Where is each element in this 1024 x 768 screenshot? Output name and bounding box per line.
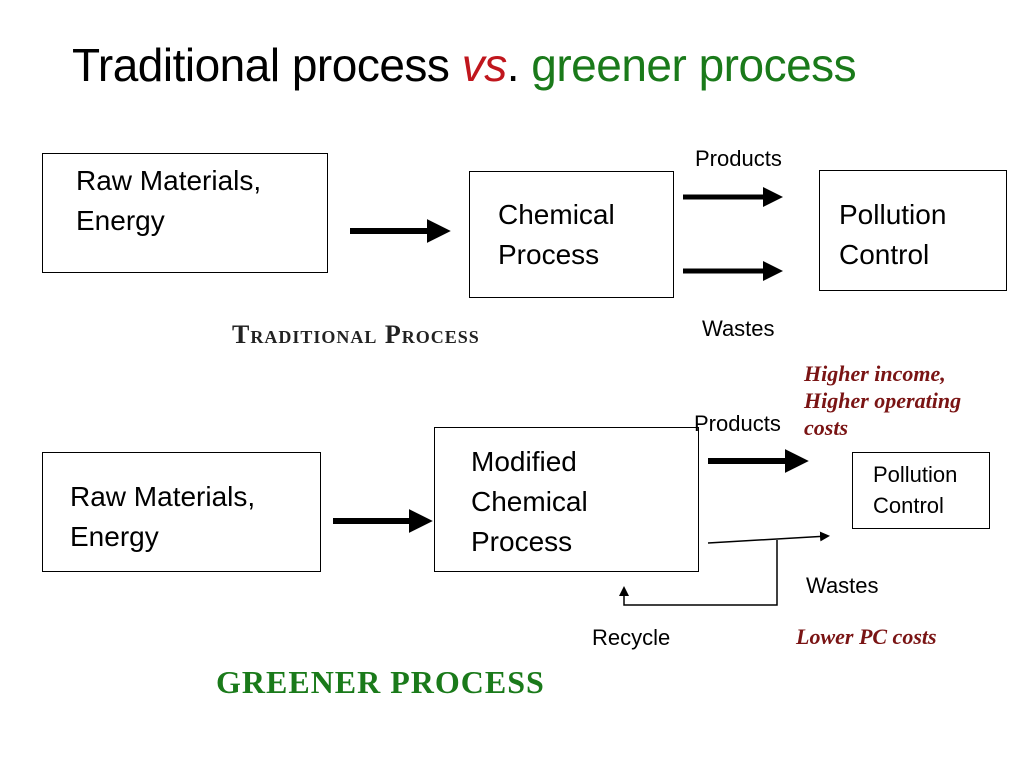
green-wastes-label: Wastes xyxy=(806,573,879,598)
trad-input-text: Raw Materials, Energy xyxy=(76,165,262,236)
arrow-green-wastes xyxy=(707,531,830,544)
recycle-loop xyxy=(619,540,778,606)
green-control-box xyxy=(852,452,990,529)
greener-process-label: GREENER PROCESS xyxy=(216,664,545,700)
title-dot: . xyxy=(506,39,532,91)
green-input-text: Raw Materials, Energy xyxy=(70,481,256,552)
trad-wastes-label: Wastes xyxy=(702,316,775,341)
higher-income-note: Higher income, Higher operating costs xyxy=(804,361,962,440)
trad-control-text: Pollution Control xyxy=(839,199,947,270)
title-greener: greener process xyxy=(531,39,857,91)
green-process-text: Modified Chemical Process xyxy=(471,446,588,557)
green-control-text: Pollution Control xyxy=(873,462,958,518)
traditional-process-label: Traditional Process xyxy=(232,320,480,349)
trad-input-box xyxy=(42,153,328,273)
slide-title: Traditional process vs. greener process xyxy=(72,38,857,92)
title-vs: vs xyxy=(461,39,508,91)
green-products-label: Products xyxy=(694,411,781,436)
green-process-box xyxy=(434,427,699,572)
title-traditional: Traditional process xyxy=(72,39,462,91)
lower-pc-costs-note: Lower PC costs xyxy=(796,624,937,649)
trad-process-box xyxy=(469,171,674,298)
trad-control-box xyxy=(819,170,1007,291)
trad-products-label: Products xyxy=(695,146,782,171)
green-input-box xyxy=(42,452,321,572)
recycle-label: Recycle xyxy=(592,625,671,650)
trad-process-text: Chemical Process xyxy=(498,199,615,270)
